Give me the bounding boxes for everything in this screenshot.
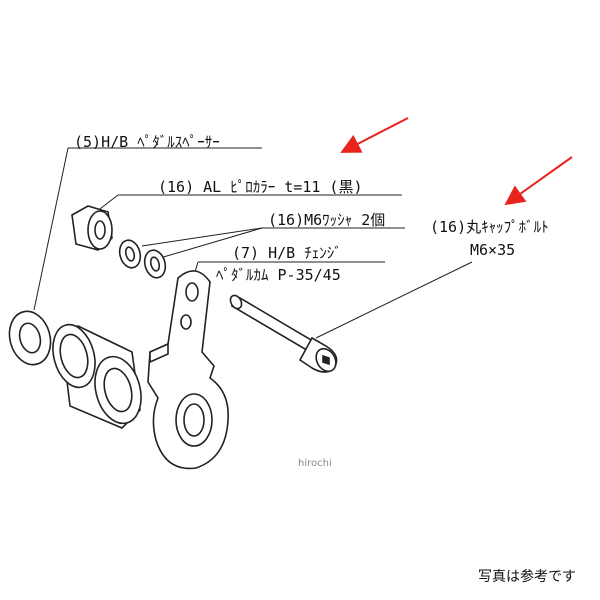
label-washer: (16)M6ﾜｯｼｬ 2個 [268,211,386,229]
label-cap-bolt-line1: (16)丸ｷｬｯﾌﾟﾎﾞﾙﾄ [430,218,549,236]
label-cap-bolt-line2: M6×35 [470,241,516,259]
red-arrow-2 [504,156,573,206]
label-pedal-spacer: (5)H/B ﾍﾟﾀﾞﾙｽﾍﾟｰｻｰ [74,133,220,151]
label-change-cam-line2: ﾍﾟﾀﾞﾙｶﾑ P-35/45 [216,266,341,284]
cap-bolt [229,294,338,373]
pillow-collar [71,205,113,251]
leader-lines [33,147,473,339]
red-arrow-1 [340,117,409,153]
reference-note: 写真は参考です [478,569,576,585]
pedal-spacer-washer [8,310,52,366]
label-change-cam-line1: (7) H/B ﾁｪﾝｼﾞ [232,244,342,262]
change-pedal-cam [147,270,229,470]
watermark: hirochi [298,458,332,469]
m6-washers [118,239,167,279]
label-pillow-collar: (16) AL ﾋﾟﾛｶﾗｰ t=11 (黒) [158,178,363,196]
large-collar [52,323,142,429]
